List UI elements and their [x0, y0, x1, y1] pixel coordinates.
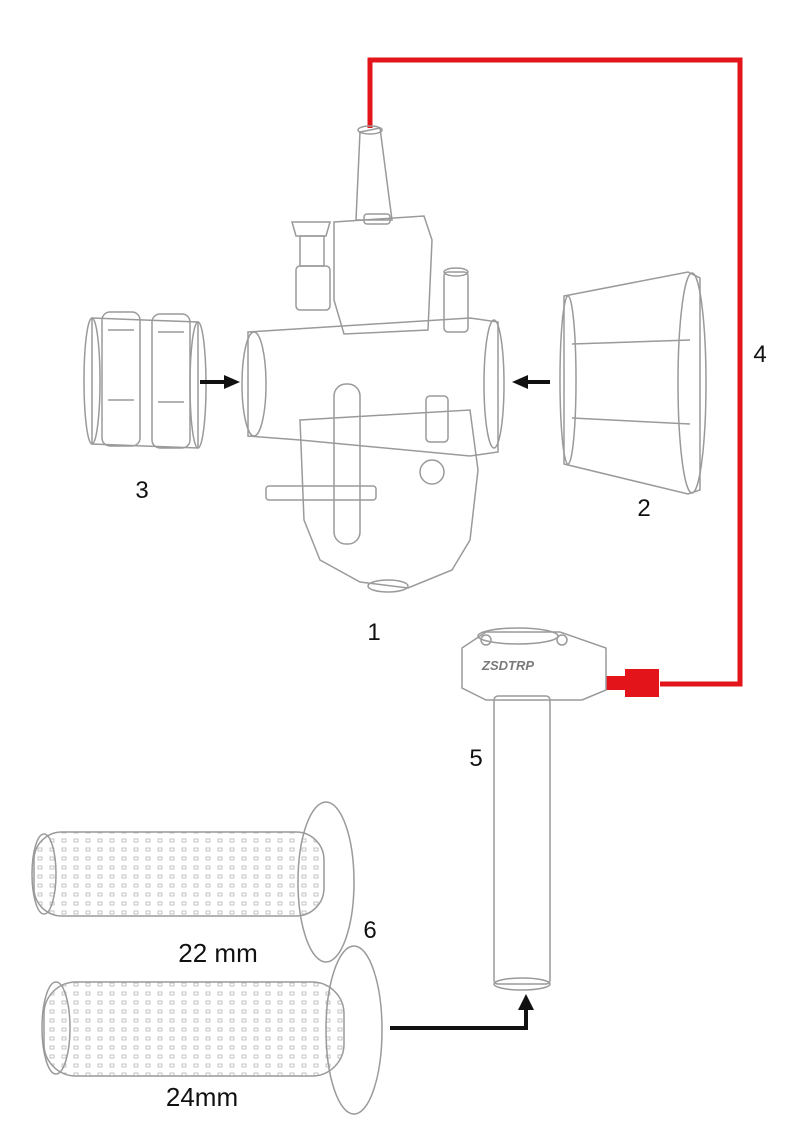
carburetor-icon	[241, 125, 505, 593]
throttle-tube-icon: ZSDTRP	[461, 627, 607, 991]
label-throttle-cable: 4	[753, 341, 766, 368]
label-grip-24mm: 24mm	[166, 1082, 238, 1112]
label-grips: 6	[363, 917, 376, 944]
throttle-cable	[367, 57, 743, 697]
label-intake-clamp: 3	[135, 477, 148, 504]
grip-icon	[41, 945, 383, 1115]
intake-clamp-icon	[83, 311, 207, 449]
velocity-stack-icon	[559, 271, 707, 495]
arrow-grip-to-tube	[390, 994, 534, 1030]
arrow-stack-to-carb	[512, 375, 550, 389]
grip-icon	[31, 801, 355, 963]
arrow-clamp-to-carb	[200, 375, 240, 389]
brand-logo: ZSDTRP	[481, 658, 534, 673]
label-grip-22mm: 22 mm	[178, 938, 257, 968]
label-velocity-stack: 2	[637, 495, 650, 522]
label-carburetor: 1	[367, 619, 380, 646]
label-throttle-tube: 5	[469, 745, 482, 772]
